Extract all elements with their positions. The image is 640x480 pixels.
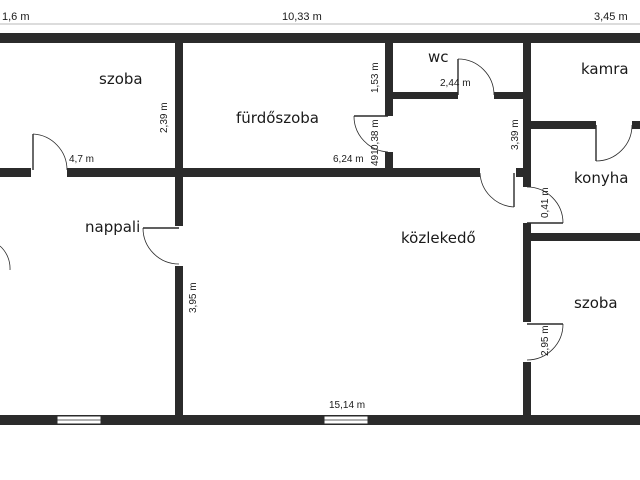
dim-szoba-top-width: 4,7 m (69, 154, 94, 165)
door-gap-konyha (523, 187, 531, 223)
room-labels: szoba fürdőszoba wc kamra konyha nappali… (85, 48, 629, 312)
door-gap-wc (458, 92, 494, 99)
wall-h-konyha-bottom (531, 233, 640, 241)
dim-furdoszoba-small: 0,38 m (370, 119, 381, 150)
doors (0, 58, 633, 362)
dim-wc-width: 2,44 m (440, 78, 471, 89)
wall-mid-horizontal (0, 168, 530, 177)
room-label-furdoszoba: fürdőszoba (236, 109, 319, 127)
door-arc-wc (457, 58, 495, 96)
wall-outer-bottom (0, 415, 640, 425)
room-label-kozlekedo: közlekedő (401, 229, 476, 247)
dim-kozlekedo-width: 15,14 m (329, 400, 365, 411)
door-gap-nappali (175, 226, 183, 266)
dim-top-middle: 10,33 m (282, 11, 322, 23)
room-label-wc: wc (428, 48, 449, 66)
dim-konyha: 0,41 m (540, 187, 551, 218)
door-gap-furdo (385, 116, 393, 152)
dim-wc-height: 1,53 m (370, 62, 381, 93)
dim-top-left: 1,6 m (2, 11, 30, 23)
wall-outer-top (0, 33, 640, 43)
door-gap-kamra (596, 121, 632, 129)
dim-top-right: 3,45 m (594, 11, 628, 23)
dim-furdoszoba-width: 6,24 m (333, 154, 364, 165)
dim-nappali-height: 3,95 m (188, 282, 199, 313)
door-gap-szoba-top (31, 168, 67, 177)
door-gap-hall-top (480, 168, 516, 177)
dim-hall-upper-height: 3,39 m (510, 119, 521, 150)
dim-furdoszoba-side: 491 (370, 149, 381, 166)
door-gap-szoba-bottom (523, 322, 531, 362)
wall-h-kamra-bottom (531, 121, 640, 129)
wall-v-right-column (523, 43, 531, 415)
door-arc-nappali (142, 227, 180, 265)
door-arc-nappali-left (0, 245, 11, 271)
wall-h-wc-bottom (385, 92, 530, 99)
door-arc-konyha (526, 186, 564, 224)
room-label-nappali: nappali (85, 218, 140, 236)
door-arc-kamra (595, 124, 633, 162)
dim-szoba-bottom-height: 2,95 m (540, 325, 551, 356)
room-label-kamra: kamra (581, 60, 629, 78)
room-label-konyha: konyha (574, 169, 628, 187)
door-arc-furdo (353, 115, 389, 153)
dimension-labels: 4,7 m 2,39 m 6,24 m 0,38 m 491 2,44 m 1,… (69, 62, 551, 411)
wall-v-furdo-right (385, 43, 393, 168)
dim-szoba-top-height: 2,39 m (159, 102, 170, 133)
door-arc-hall-top (479, 172, 515, 208)
windows (56, 415, 369, 425)
room-label-szoba-bottom: szoba (574, 294, 618, 312)
room-label-szoba-top: szoba (99, 70, 143, 88)
door-arc-szoba-top (32, 133, 68, 171)
door-arc-szoba-bottom (526, 323, 564, 361)
